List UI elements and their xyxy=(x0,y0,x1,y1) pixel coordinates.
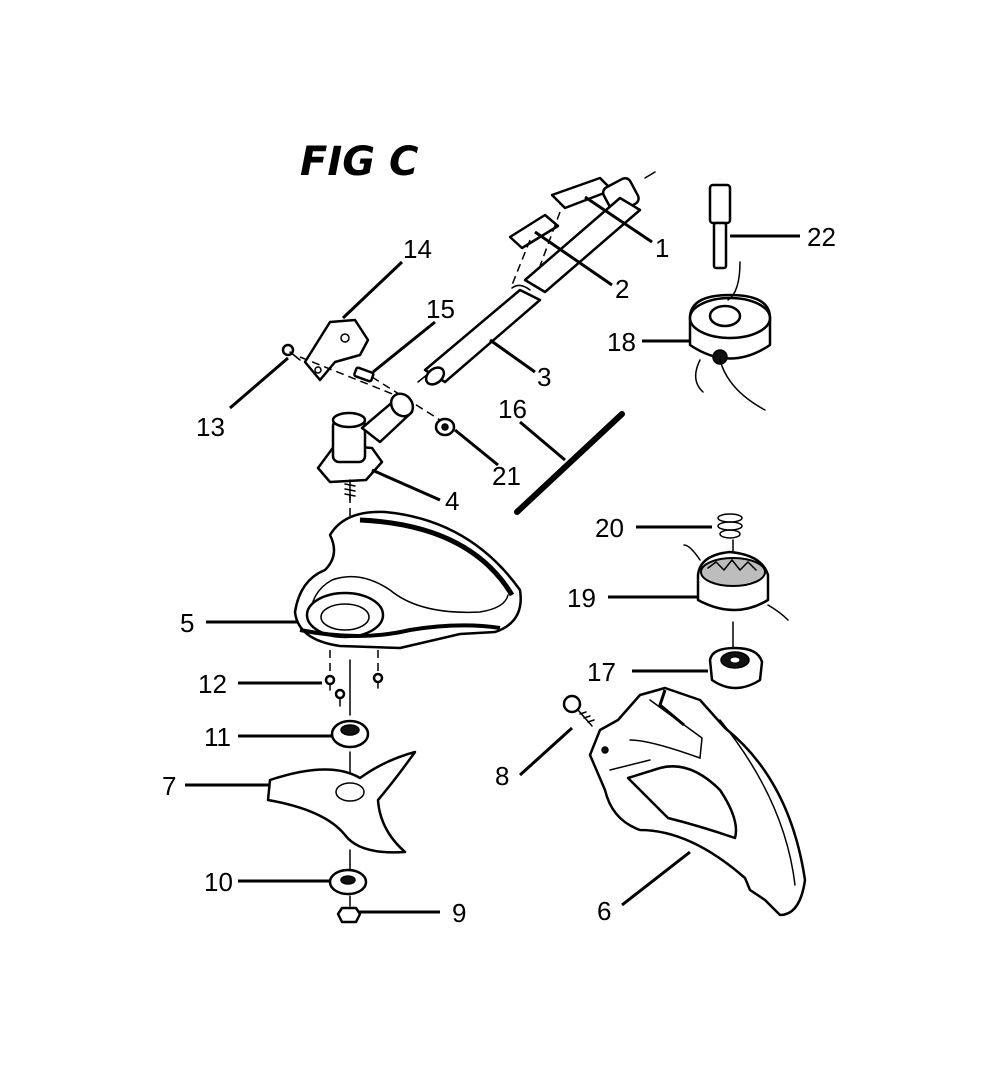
leader-14 xyxy=(341,260,404,320)
leader-lines xyxy=(185,195,800,914)
part-22-tool xyxy=(708,183,732,270)
callout-13: 13 xyxy=(196,412,225,442)
part-20-spring xyxy=(717,513,743,539)
callout-15: 15 xyxy=(426,294,455,324)
callout-16: 16 xyxy=(498,394,527,424)
part-10-washer xyxy=(328,868,368,896)
leader-6 xyxy=(621,850,691,907)
callout-17: 17 xyxy=(587,657,616,687)
part-12-screws xyxy=(324,650,384,707)
callout-6: 6 xyxy=(597,896,611,926)
leader-13 xyxy=(229,356,289,410)
leader-21 xyxy=(454,428,499,467)
leader-16 xyxy=(519,420,566,462)
leader-1 xyxy=(584,195,653,244)
part-8-bolt xyxy=(562,694,595,727)
callout-10: 10 xyxy=(204,867,233,897)
leader-15 xyxy=(372,320,436,374)
callout-14: 14 xyxy=(403,234,432,264)
figure-title: FIG C xyxy=(300,139,418,185)
callout-18: 18 xyxy=(607,327,636,357)
callout-1: 1 xyxy=(655,233,669,263)
callout-12: 12 xyxy=(198,669,227,699)
part-15-screw xyxy=(353,366,375,383)
leader-2 xyxy=(534,230,613,287)
callout-2: 2 xyxy=(615,274,629,304)
callout-4: 4 xyxy=(445,486,459,516)
callout-11: 11 xyxy=(204,722,231,752)
callout-21: 21 xyxy=(492,461,521,491)
leader-4 xyxy=(371,468,441,502)
part-13-screw xyxy=(281,343,301,361)
part-7-blade xyxy=(266,750,417,854)
part-18-line-head xyxy=(688,261,772,411)
leader-8 xyxy=(518,726,574,777)
part-6-trimmer-guard xyxy=(588,686,807,917)
callout-labels: 1 2 3 4 5 6 7 8 9 10 11 12 13 14 15 16 1… xyxy=(162,222,836,928)
part-11-adapter xyxy=(330,719,370,749)
callout-20: 20 xyxy=(595,513,624,543)
callout-19: 19 xyxy=(567,583,596,613)
part-4-gearhead xyxy=(316,392,415,501)
part-2-lower-shaft-label xyxy=(508,211,561,286)
callout-8: 8 xyxy=(495,761,509,791)
part-9-nut xyxy=(336,895,362,924)
callout-7: 7 xyxy=(162,771,176,801)
part-19-spool xyxy=(683,539,789,621)
part-16-rod xyxy=(514,411,625,515)
part-14-bracket xyxy=(303,318,370,382)
part-17-bump-knob xyxy=(708,646,764,690)
part-21-spacer xyxy=(434,417,456,437)
callout-9: 9 xyxy=(452,898,466,928)
callout-22: 22 xyxy=(807,222,836,252)
part-3-shaft-tube xyxy=(417,196,642,386)
callout-3: 3 xyxy=(537,362,551,392)
callout-5: 5 xyxy=(180,608,194,638)
part-5-guard xyxy=(293,510,522,650)
leader-3 xyxy=(489,338,536,374)
